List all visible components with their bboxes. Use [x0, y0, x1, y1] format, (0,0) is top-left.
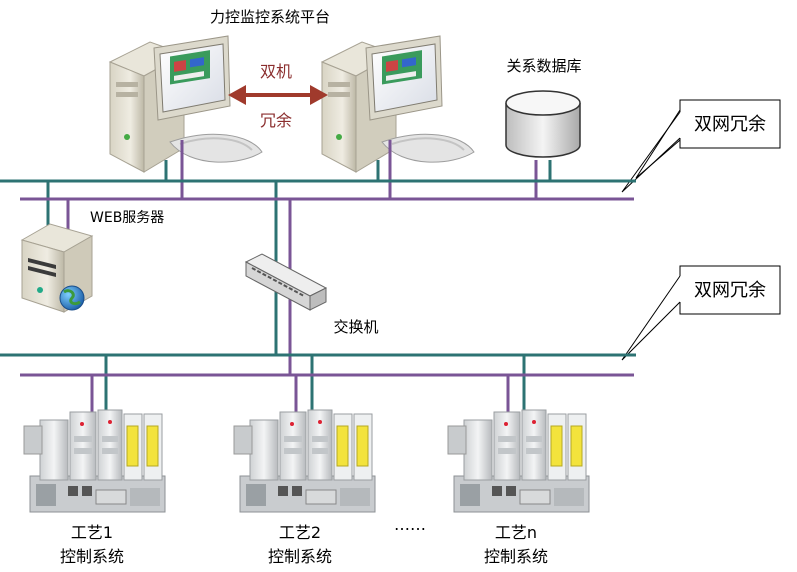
- web-server-icon: [20, 223, 94, 313]
- redundancy-label-top: 双机: [260, 62, 292, 81]
- workstation-left: [109, 35, 263, 173]
- database-label: 关系数据库: [506, 57, 581, 75]
- redundancy-label-bottom: 冗余: [260, 111, 292, 130]
- upper-network: [0, 179, 636, 201]
- dual-redundancy-arrow: [228, 85, 328, 105]
- controller-2-label-line2: 控制系统: [268, 547, 332, 566]
- workstation-right: [321, 35, 475, 173]
- controller-n-label-line1: 工艺n: [495, 523, 537, 542]
- controller-1-label-line1: 工艺1: [71, 523, 113, 542]
- dual-network-label-bottom: 双网冗余: [694, 280, 766, 301]
- web-server-label: WEB服务器: [90, 210, 164, 226]
- switch-icon: [244, 253, 328, 311]
- controller-1: [23, 409, 166, 513]
- ellipsis: ……: [394, 515, 426, 534]
- lower-network: [0, 353, 636, 377]
- controller-n-label-line2: 控制系统: [484, 547, 548, 566]
- controller-1-label-line2: 控制系统: [60, 547, 124, 566]
- dual-network-callout-top: 双网冗余: [621, 99, 781, 193]
- controller-2: [233, 409, 376, 513]
- controller-n: [447, 409, 590, 513]
- database-icon: [505, 90, 581, 158]
- dual-network-label-top: 双网冗余: [694, 114, 766, 135]
- switch-label: 交换机: [333, 318, 378, 336]
- dual-network-callout-bottom: 双网冗余: [621, 265, 781, 361]
- controller-2-label-line1: 工艺2: [279, 523, 321, 542]
- platform-title: 力控监控系统平台: [210, 8, 330, 26]
